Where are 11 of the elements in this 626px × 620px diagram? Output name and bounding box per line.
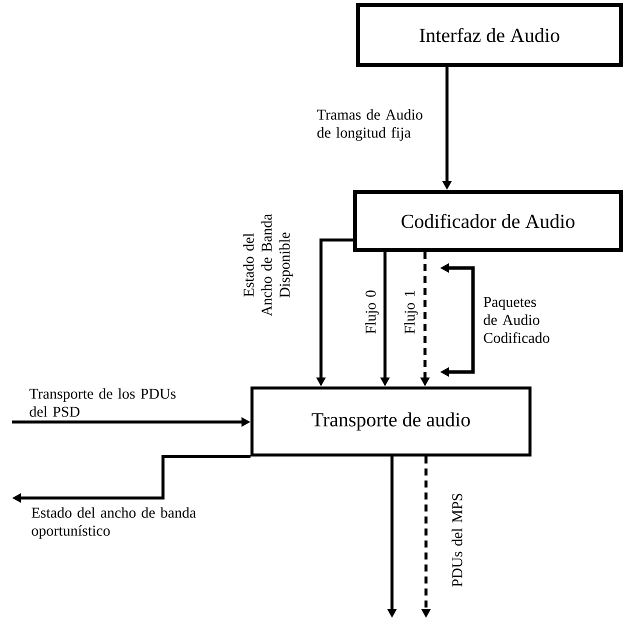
bracket-label: Paquetes de Audio Codificado — [484, 297, 550, 343]
edge-label: Flujo 1 — [404, 290, 418, 334]
process-box: Interfaz de Audio — [356, 3, 623, 67]
edge-label: PDUs del MPS — [452, 494, 462, 587]
edge-label: Flujo 0 — [365, 290, 379, 334]
edge-label: Estado del Ancho de Banda Disponible — [243, 214, 293, 316]
edge-label: Tramas de Audio de longitud fija — [317, 109, 422, 141]
edge-label: Transporte de los PDUs del PSD — [29, 388, 176, 417]
process-box: Codificador de Audio — [353, 190, 623, 252]
edge-label: Estado del ancho de banda oportunístico — [32, 507, 196, 539]
process-box: Transporte de audio — [250, 386, 532, 456]
